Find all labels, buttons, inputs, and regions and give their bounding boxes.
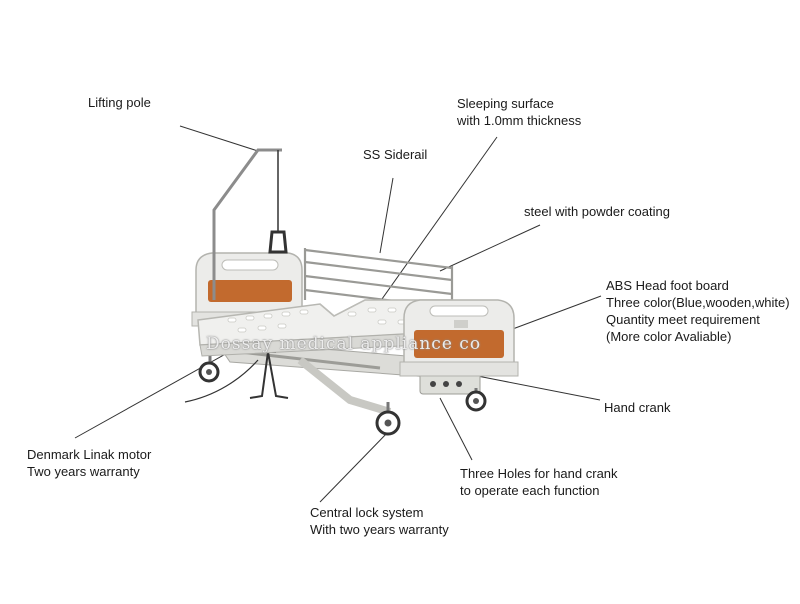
leader-three-holes (439, 397, 473, 461)
leader-central-lock (319, 429, 391, 503)
label-abs-board: ABS Head foot board Three color(Blue,woo… (606, 278, 790, 344)
label-ss-siderail: SS Siderail (363, 147, 428, 162)
label-three-holes: Three Holes for hand crank to operate ea… (460, 466, 618, 498)
label-central-lock: Central lock system With two years warra… (310, 505, 449, 537)
label-hand-crank: Hand crank (604, 400, 671, 415)
caster-wheels (198, 355, 487, 436)
foot-board (399, 299, 519, 377)
leader-sleeping-surface (371, 136, 498, 314)
leader-abs-board (509, 295, 602, 331)
label-lifting-pole: Lifting pole (88, 95, 151, 110)
leader-lines (74, 125, 602, 503)
leader-lifting-pole (179, 125, 259, 152)
label-linak-motor: Denmark Linak motor Two years warranty (27, 447, 152, 479)
leader-steel-coating (439, 224, 541, 272)
leader-hand-crank (461, 372, 601, 401)
label-steel-coating: steel with powder coating (524, 204, 670, 219)
leader-siderail (379, 177, 394, 254)
lifting-pole (212, 148, 288, 300)
watermark-text: Dossay medical appliance co (206, 334, 482, 354)
label-sleeping-surface: Sleeping surface with 1.0mm thickness (457, 96, 582, 128)
